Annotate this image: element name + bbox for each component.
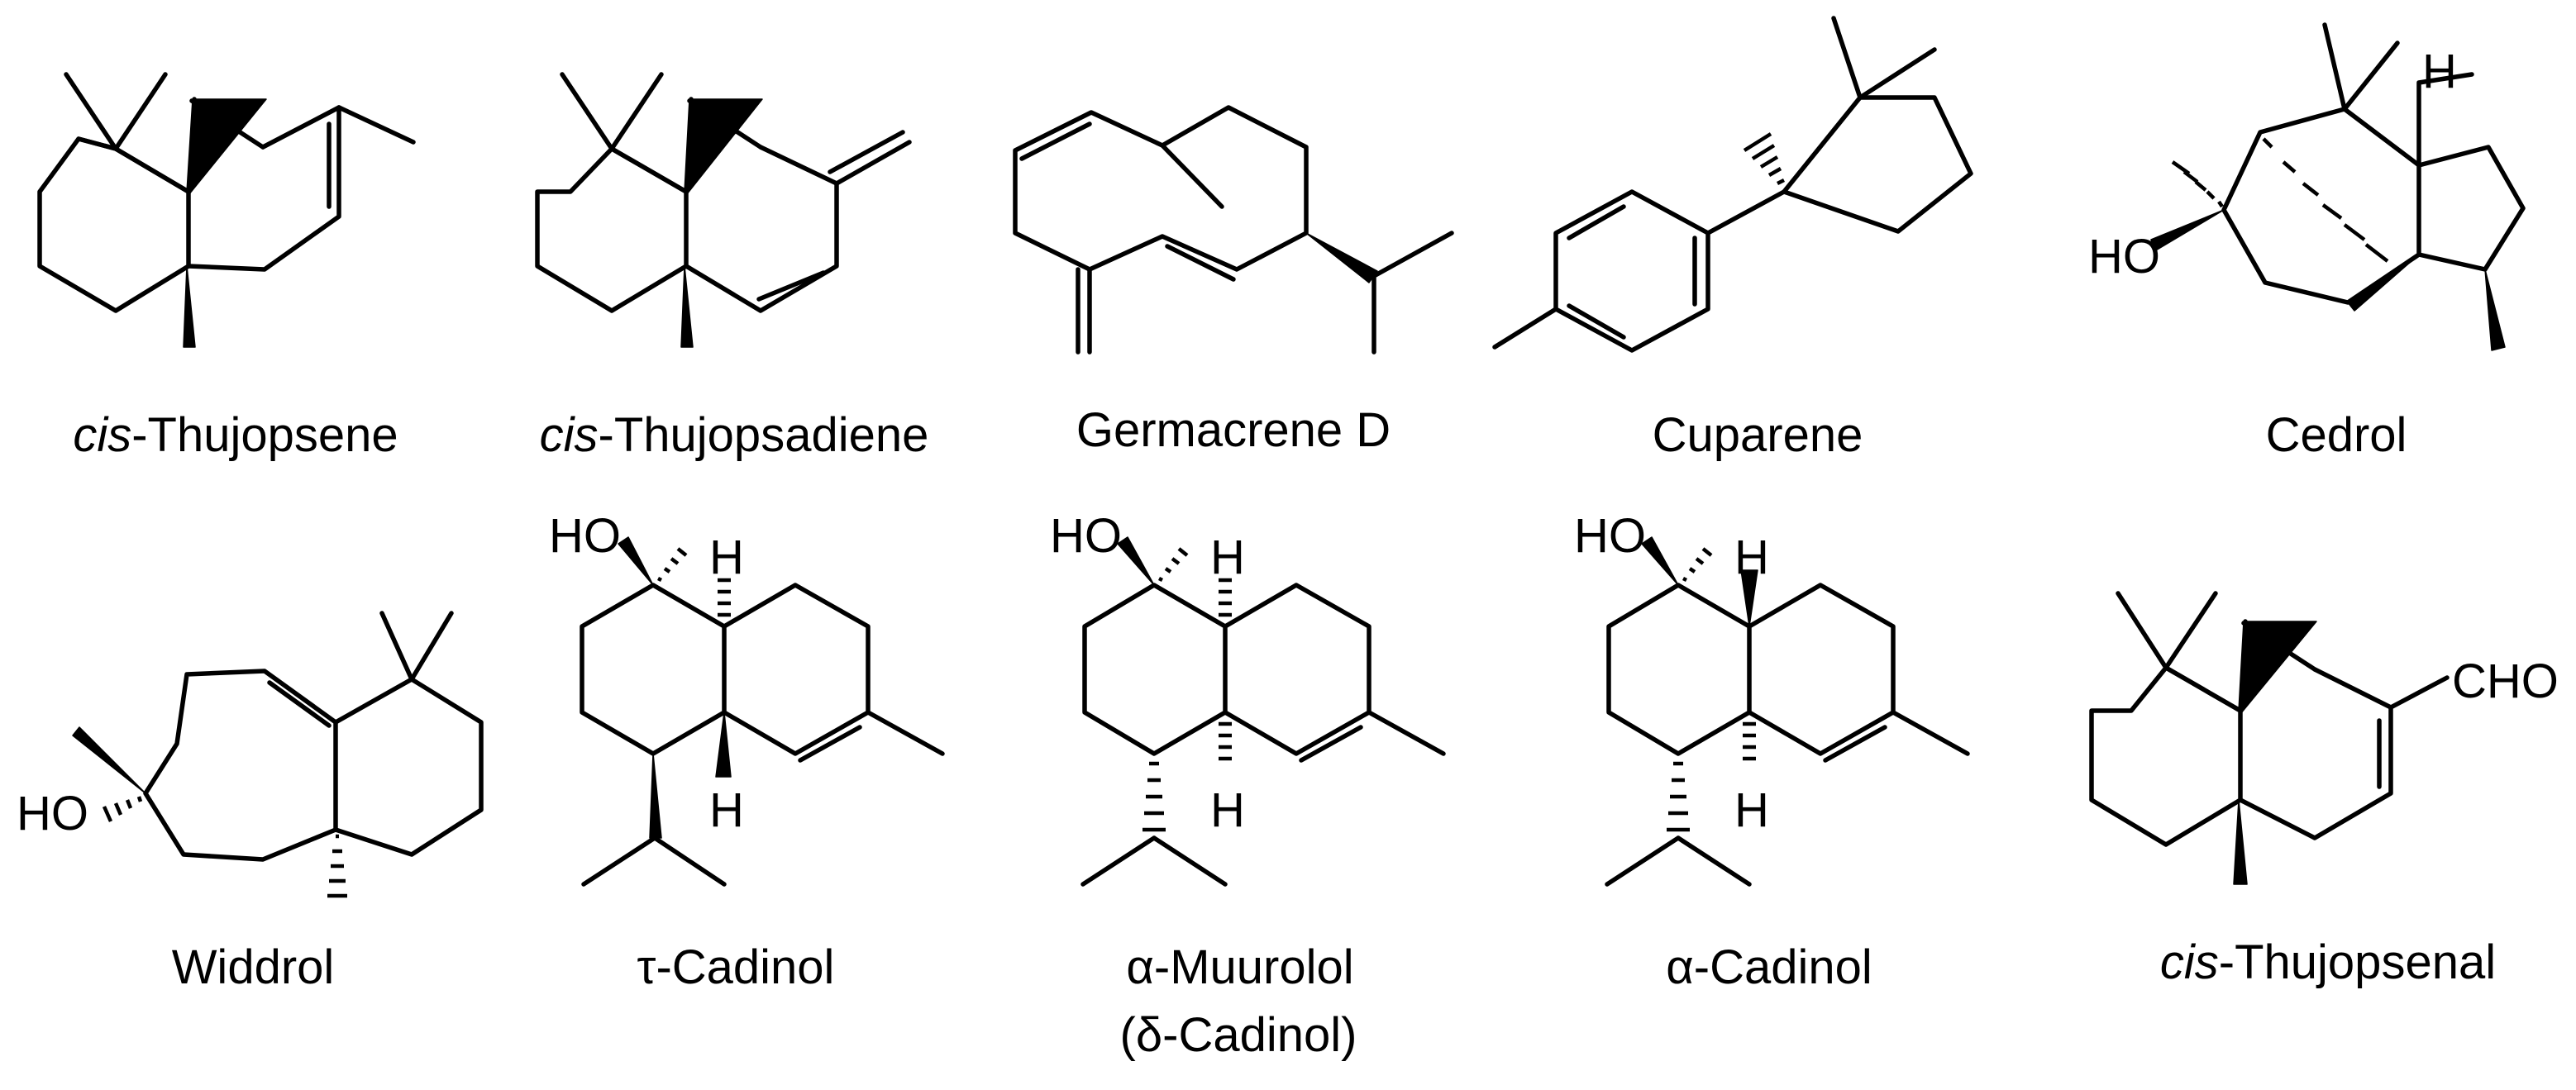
tau-cadinol-ho-label: HO bbox=[549, 509, 621, 563]
cedrol-ho-label: HO bbox=[2088, 230, 2160, 283]
cis-thujopsenal-cho-label: CHO bbox=[2452, 654, 2559, 708]
molecule-cuparene bbox=[1492, 16, 1973, 353]
caption-cedrol: Cedrol bbox=[2266, 408, 2407, 462]
molecule-germacrene-d bbox=[1013, 105, 1454, 355]
molecule-cis-thujopsenal: CHO bbox=[2089, 591, 2559, 885]
molecule-alpha-cadinol: HO H H bbox=[1574, 509, 1970, 887]
caption-tau-cadinol: τ-Cadinol bbox=[637, 940, 835, 994]
alpha-cadinol-ho-label: HO bbox=[1574, 509, 1646, 563]
caption-germacrene-d: Germacrene D bbox=[1076, 403, 1391, 457]
captions: cis-Thujopsene cis-Thujopsadiene Germacr… bbox=[73, 403, 2496, 1062]
tau-cadinol-h-bottom-label: H bbox=[709, 783, 744, 837]
caption-alpha-muurolol-alt: (δ-Cadinol) bbox=[1120, 1008, 1357, 1062]
alpha-muurolol-h-top-label: H bbox=[1210, 531, 1245, 584]
alpha-muurolol-h-bottom-label: H bbox=[1210, 783, 1245, 837]
alpha-cadinol-h-top-label: H bbox=[1734, 531, 1769, 584]
caption-cis-thujopsadiene: cis-Thujopsadiene bbox=[540, 408, 929, 462]
molecule-tau-cadinol: HO H H bbox=[549, 509, 945, 887]
caption-alpha-cadinol: α-Cadinol bbox=[1666, 940, 1872, 994]
molecule-cis-thujopsene bbox=[37, 72, 416, 348]
tau-cadinol-h-top-label: H bbox=[709, 531, 744, 584]
molecule-alpha-muurolol: HO H H bbox=[1050, 509, 1446, 887]
molecule-cis-thujopsadiene bbox=[535, 72, 912, 348]
widdrol-ho-label: HO bbox=[17, 787, 88, 840]
molecule-widdrol: HO bbox=[17, 611, 484, 898]
caption-cis-thujopsene: cis-Thujopsene bbox=[73, 408, 398, 462]
caption-cuparene: Cuparene bbox=[1653, 408, 1863, 462]
alpha-cadinol-h-bottom-label: H bbox=[1734, 783, 1769, 837]
caption-widdrol: Widdrol bbox=[172, 940, 335, 994]
cedrol-h-label: H bbox=[2422, 45, 2457, 98]
caption-cis-thujopsenal: cis-Thujopsenal bbox=[2160, 935, 2496, 989]
caption-alpha-muurolol: α-Muurolol bbox=[1126, 940, 1353, 994]
molecule-cedrol: HO H bbox=[2088, 22, 2526, 351]
alpha-muurolol-ho-label: HO bbox=[1050, 509, 1122, 563]
